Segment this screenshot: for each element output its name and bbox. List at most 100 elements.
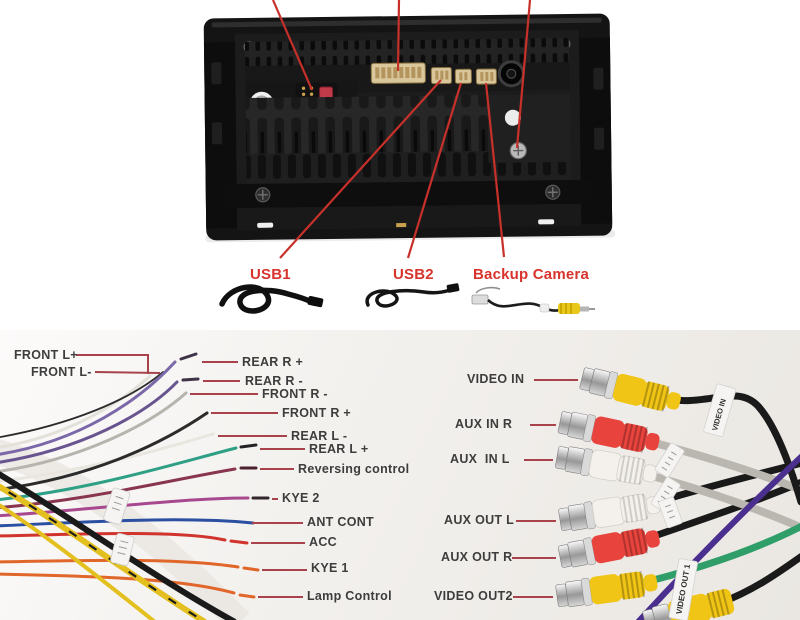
rca-boot-neck (591, 416, 625, 448)
tag-body (654, 442, 685, 478)
tip-dash (238, 593, 256, 599)
cable-sleeve (539, 303, 550, 313)
rca-cables-photo: VIDEO IN VIDEO OUT 1 (512, 367, 800, 620)
wire-tags (103, 487, 135, 567)
wire-label-rear-r-plus: REAR R + (242, 355, 304, 369)
rca-label-aux-out-l: AUX OUT L (444, 513, 515, 527)
head-unit-photo (203, 0, 616, 314)
rca-ribs (706, 589, 730, 619)
wire-lamp-control (0, 572, 236, 595)
wire-tag (103, 487, 131, 525)
wire-label-lamp-control: Lamp Control (307, 589, 392, 603)
unit-top-highlight (211, 17, 602, 28)
pin (464, 72, 468, 81)
rca-aux-in-r (557, 411, 660, 453)
low-vent-fins-right (488, 162, 571, 182)
callout-lines (271, 0, 532, 259)
wire-label-ant-cont: ANT CONT (307, 515, 374, 529)
pin (440, 70, 444, 80)
rca-tip (580, 306, 589, 312)
low-vent-fins (246, 151, 489, 184)
wire-black-thick (0, 471, 237, 620)
connector-pins (375, 66, 422, 79)
wire-label-front-r-minus: FRONT R - (262, 387, 328, 401)
callout-line-sim (271, 0, 314, 91)
tag-marks (661, 451, 677, 471)
rca-collar (583, 537, 596, 566)
wire-label-kye-2: KYE 2 (282, 491, 320, 505)
tip-dash (239, 443, 258, 449)
gold-contact (396, 223, 407, 228)
rca-aux-out-r (557, 527, 660, 568)
rca-ribs (621, 527, 648, 558)
pin (435, 70, 439, 80)
rca-boot-ribbed (640, 381, 670, 411)
rca-label-video-in: VIDEO IN (467, 372, 525, 386)
rca-boot-tail (643, 574, 658, 592)
wire-label-front-r-plus: FRONT R + (282, 406, 352, 420)
tag-marks (665, 504, 676, 519)
wire-label-front-l-minus: FRONT L- (31, 365, 92, 379)
wire-acc (0, 532, 227, 542)
cable-tag (658, 496, 683, 529)
wire-label-rear-l-plus: REAR L + (309, 442, 369, 456)
rca-ribs (619, 571, 645, 600)
rca-boot-tail (642, 464, 658, 483)
wire-tag (110, 533, 135, 567)
rca-boot-ribbed (619, 423, 648, 452)
harness-leader-lines (76, 354, 307, 598)
callout-line-antenna (515, 0, 532, 149)
rca-aux-in-l (555, 446, 658, 485)
wire-kye-2 (0, 496, 250, 518)
purple-cable (635, 453, 800, 620)
callout-line-main-connector (396, 0, 401, 72)
wire-label-reversing: Reversing control (298, 462, 410, 476)
pin (480, 72, 484, 82)
wire-label-acc: ACC (309, 535, 337, 549)
right-module (487, 94, 571, 164)
screw-cross (513, 145, 524, 156)
wire-front-l-plus (0, 374, 152, 449)
head-unit-rear-view (203, 13, 616, 243)
wire-yellow-thin (0, 503, 156, 620)
wire-front-r-plus (0, 411, 209, 491)
wire-label-front-l-plus: FRONT L+ (14, 348, 78, 362)
callout-line-backup-camera (484, 82, 506, 258)
wire-tip-dashes (179, 352, 270, 599)
pin (485, 72, 489, 82)
wire-yellow-stripe (0, 485, 204, 620)
wire-rear-r-minus (0, 380, 179, 464)
wiring-harness-photo (0, 352, 307, 620)
rca-boot-neck (612, 373, 647, 406)
wire-label-kye-1: KYE 1 (311, 561, 349, 575)
screw-cross (547, 187, 558, 198)
top-vent-fins (244, 38, 570, 68)
bracket-slot (593, 67, 604, 90)
pin (490, 71, 494, 81)
rca-boot-neck (589, 574, 622, 605)
rca-boot-ribbed (705, 588, 735, 618)
callout-line-usb1 (279, 79, 442, 259)
rca-boot-tail (645, 432, 660, 451)
extra-yellow-cable (716, 553, 800, 607)
bottom-bar (222, 179, 591, 209)
tip-dash (179, 352, 198, 361)
video-out1-tag: VIDEO OUT 1 (668, 558, 698, 620)
rca-boot-ribbed (619, 528, 648, 557)
rca-ribs (620, 422, 648, 453)
rca-video-out2 (555, 571, 658, 608)
tip-dash (242, 566, 260, 572)
tag-body (668, 558, 698, 620)
rca-label-aux-out-r: AUX OUT R (441, 550, 513, 564)
leader-front-l-plus (76, 354, 149, 374)
wire-front-l-minus (0, 371, 164, 438)
tip-dash (181, 377, 200, 382)
usb2-plug (446, 283, 460, 293)
rca-label-aux-in-l: AUX IN L (450, 452, 510, 466)
tag-marks (111, 495, 124, 511)
pin (459, 72, 463, 81)
tag-marks (657, 485, 673, 505)
rca-leader-lines (512, 379, 578, 598)
usb2-socket (454, 68, 472, 84)
